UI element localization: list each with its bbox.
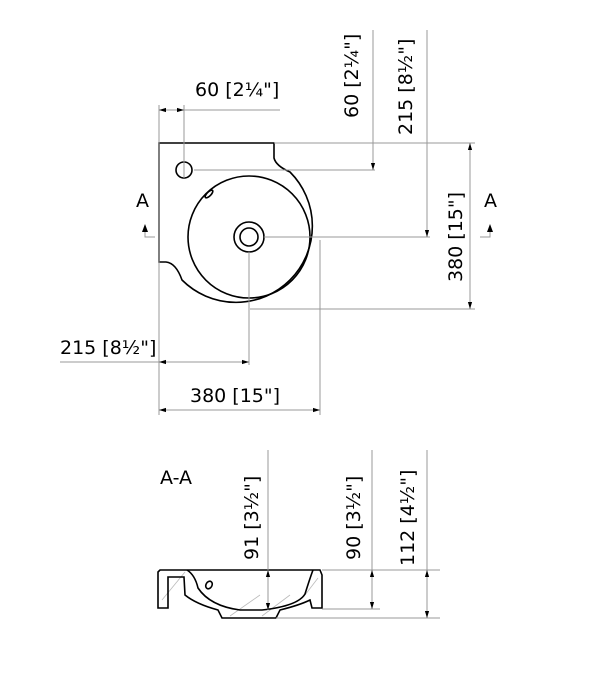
basin-plan-outline [158,142,314,304]
drain-inner [239,227,259,247]
section-mark-right: A [484,190,497,212]
dim-90: 90 [3½"] [343,476,365,560]
overflow-slot [204,189,214,199]
dim-width: 380 [15"] [190,385,280,407]
dim-depth: 380 [15"] [445,192,467,282]
dim-drain-x: 215 [8½"] [60,337,156,359]
basin-section-outline [157,569,323,619]
dim-drain-y: 215 [8½"] [395,39,417,135]
section-title: A-A [160,467,192,489]
dim-91: 91 [3½"] [241,476,263,560]
dim-hole-y: 60 [2¼"] [341,34,363,118]
plan-dimension-lines [60,30,493,415]
overflow-hole [204,580,214,590]
section-dimension-lines [265,450,440,619]
section-mark-left: A [136,190,149,212]
dim-112: 112 [4½"] [397,470,419,566]
drain-outer [233,221,265,253]
dim-hole-x: 60 [2¼"] [195,79,279,101]
